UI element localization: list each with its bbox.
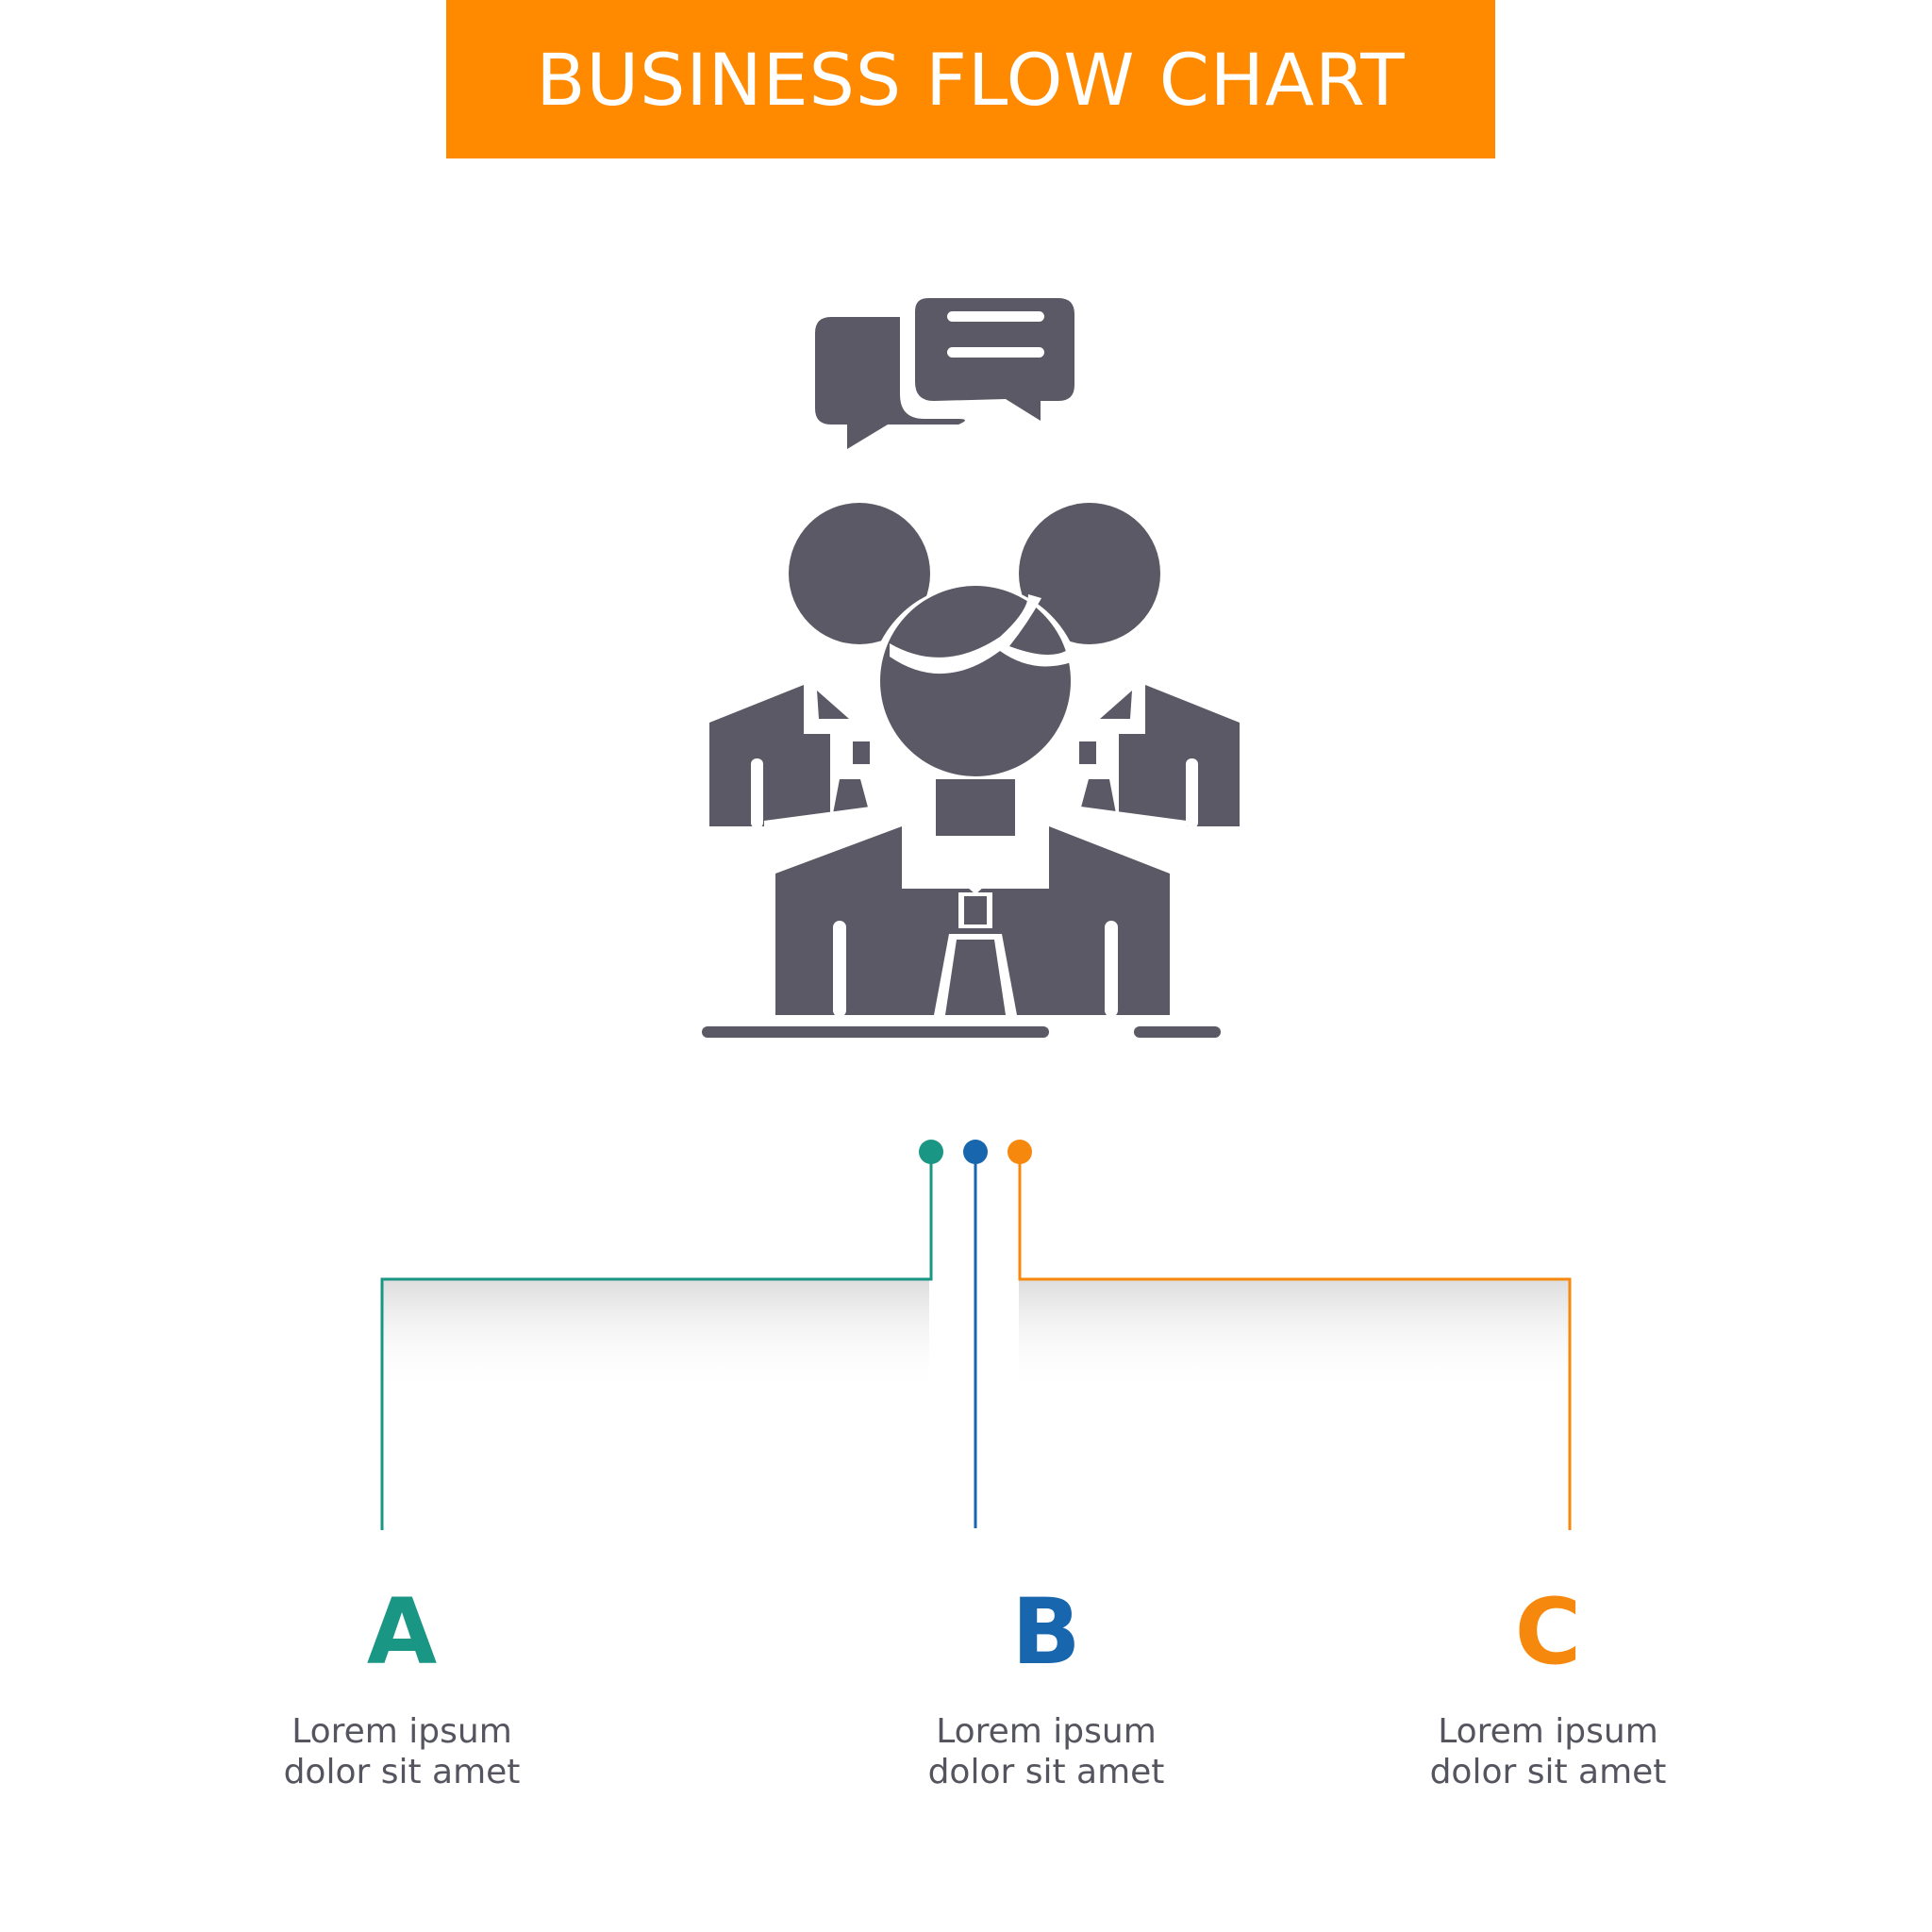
step-letter-a: A xyxy=(366,1579,438,1685)
step-text-a: Lorem ipsum dolor sit amet xyxy=(80,1711,724,1792)
step-a-line1: Lorem ipsum xyxy=(291,1712,512,1751)
step-b-line2: dolor sit amet xyxy=(927,1753,1165,1791)
title-banner: BUSINESS FLOW CHART xyxy=(446,0,1495,158)
step-card-a: A Lorem ipsum dolor sit amet xyxy=(80,1530,724,1868)
connector-shadow-left xyxy=(382,1279,929,1392)
step-text-b: Lorem ipsum dolor sit amet xyxy=(724,1711,1368,1792)
page-title: BUSINESS FLOW CHART xyxy=(536,37,1406,122)
connector-c xyxy=(1018,1153,1572,1549)
step-text-c: Lorem ipsum dolor sit amet xyxy=(1226,1711,1870,1792)
team-discussion-icon xyxy=(702,298,1240,1038)
step-letter-b: B xyxy=(1011,1579,1081,1685)
step-a-line2: dolor sit amet xyxy=(283,1753,521,1791)
node-b-dot xyxy=(963,1140,988,1164)
connector-shadow-right xyxy=(1019,1279,1570,1392)
node-a-dot xyxy=(919,1140,943,1164)
connector-a xyxy=(380,1153,933,1549)
step-c-line1: Lorem ipsum xyxy=(1438,1712,1658,1751)
step-card-c: C Lorem ipsum dolor sit amet xyxy=(1226,1530,1870,1868)
step-letter-c: C xyxy=(1514,1579,1582,1685)
step-c-line2: dolor sit amet xyxy=(1429,1753,1667,1791)
node-c-dot xyxy=(1008,1140,1032,1164)
step-b-line1: Lorem ipsum xyxy=(936,1712,1157,1751)
chat-bubbles-icon xyxy=(815,298,1074,449)
